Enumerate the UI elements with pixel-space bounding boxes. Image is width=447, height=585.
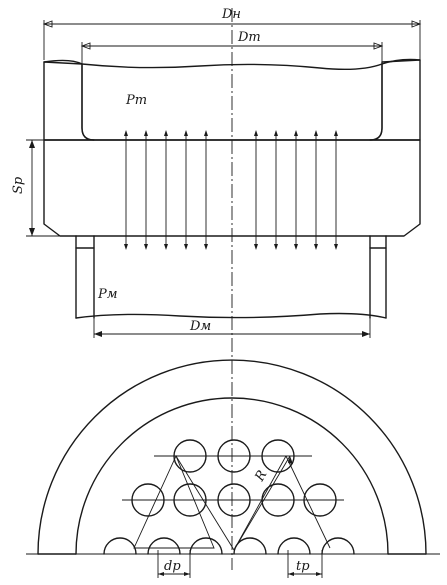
left-wall-section <box>43 61 95 141</box>
lower-diameter-label: Dм <box>189 319 211 334</box>
outer-semicircle <box>37 359 427 555</box>
section-view: Dн Dт Pт Pм Dм Sр <box>11 7 422 570</box>
upper-pressure-label: Pт <box>125 93 147 108</box>
plan-view: R dр tр <box>26 359 440 578</box>
tube-plate-section <box>43 139 421 237</box>
outer-diameter-label: Dн <box>221 7 241 22</box>
hole-axis-lines <box>122 455 344 501</box>
cavity-diameter-dimension <box>80 42 384 64</box>
hole-pitch-label: tр <box>296 559 310 574</box>
right-wall-section <box>369 59 421 141</box>
hole-pitch-dimension <box>287 550 323 578</box>
plate-thickness-dimension <box>26 139 60 237</box>
outer-diameter-dimension <box>42 20 422 60</box>
cavity-diameter-label: Dт <box>237 30 261 45</box>
hole-diameter-label: dр <box>164 559 181 574</box>
lower-pressure-label: Pм <box>97 287 118 302</box>
radius-indicator <box>233 455 293 551</box>
hole-diameter-dimension <box>157 550 191 578</box>
inner-semicircle <box>75 397 389 555</box>
tube-holes <box>103 439 355 555</box>
plate-thickness-label: Sр <box>11 176 26 194</box>
lower-shell <box>75 235 387 319</box>
radius-label: R <box>252 468 270 485</box>
pressure-arrows <box>124 130 338 250</box>
pitch-triangles <box>133 454 331 551</box>
